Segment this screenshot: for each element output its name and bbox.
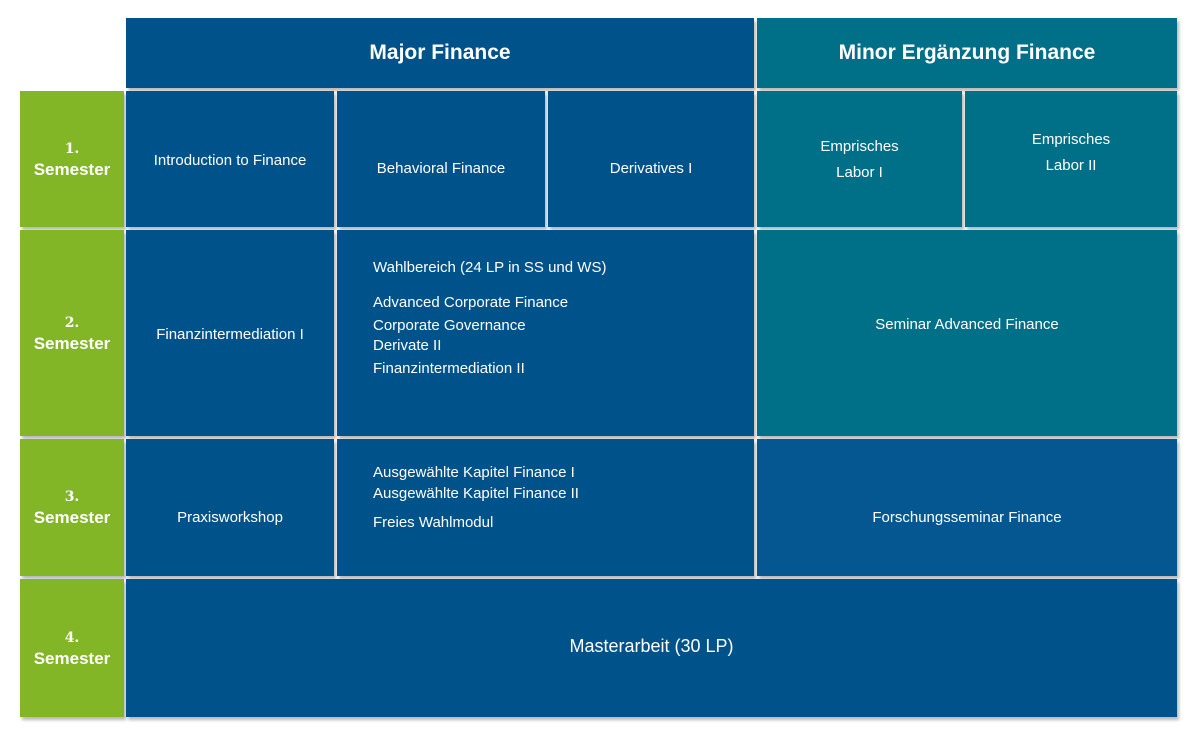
module-seminar-advanced-finance: Seminar Advanced Finance [757,230,1177,436]
semester-word: Semester [33,648,111,668]
wahlbereich-item: Finanzintermediation II [373,360,525,377]
semester-word: Semester [33,159,111,179]
wahlbereich-item: Derivate II [373,337,442,354]
module-label: Forschungsseminar Finance [872,508,1062,526]
module-forschungsseminar-finance: Forschungsseminar Finance [757,439,1177,576]
wahlbereich-block [337,230,754,436]
module-finanzintermediation-1: Finanzintermediation I [126,230,334,436]
module-label: Masterarbeit (30 LP) [569,635,734,656]
semester-word: Semester [33,333,111,353]
kapitel-item: Ausgewählte Kapitel Finance II [373,485,579,502]
semester-1-label: 1. Semester [20,91,124,227]
minor-finance-title: Minor Ergänzung Finance [838,41,1096,64]
module-masterarbeit: Masterarbeit (30 LP) [126,579,1177,717]
wahlbereich-list: Wahlbereich (24 LP in SS und WS) Advance… [373,256,606,380]
module-praxisworkshop: Praxisworkshop [126,439,334,576]
module-empirisches-labor-1: Emprisches Labor I [757,91,962,227]
module-empirisches-labor-2: Emprisches Labor II [965,91,1177,227]
kapitel-item: Ausgewählte Kapitel Finance I [373,464,575,481]
major-finance-title: Major Finance [369,41,511,64]
major-finance-header: Major Finance [126,18,754,88]
module-label: Introduction to Finance [153,152,307,169]
module-label-line: Emprisches [1031,131,1111,148]
wahlbereich-title: Wahlbereich (24 LP in SS und WS) [373,259,607,276]
semester-word: Semester [33,508,111,527]
semester-2-label: 2. Semester [20,230,124,436]
wahlbereich-item: Corporate Governance [373,317,526,334]
module-label: Praxisworkshop [177,508,283,526]
module-label-line: Labor I [836,164,883,181]
semester-number: 4. [64,629,80,646]
module-label-line: Labor II [1045,157,1097,174]
kapitel-list: Ausgewählte Kapitel Finance I Ausgewählt… [373,462,579,533]
freies-wahlmodul: Freies Wahlmodul [373,514,494,531]
module-label: Behavioral Finance [376,160,506,177]
kapitel-block [337,439,754,576]
semester-3-label: 3. Semester [20,439,124,576]
minor-finance-header: Minor Ergänzung Finance [757,18,1177,88]
semester-number: 1. [64,140,80,157]
module-behavioral-finance: Behavioral Finance [337,91,545,227]
wahlbereich-item: Advanced Corporate Finance [373,294,569,311]
module-introduction-to-finance: Introduction to Finance [126,91,334,227]
module-label-line: Emprisches [820,138,899,155]
module-label: Derivatives I [609,160,693,177]
semester-number: 2. [64,314,80,331]
module-derivatives-1: Derivatives I [548,91,754,227]
semester-number: 3. [64,489,80,505]
module-label: Seminar Advanced Finance [875,316,1059,333]
module-label: Finanzintermediation I [156,326,304,343]
semester-4-label: 4. Semester [20,579,124,717]
